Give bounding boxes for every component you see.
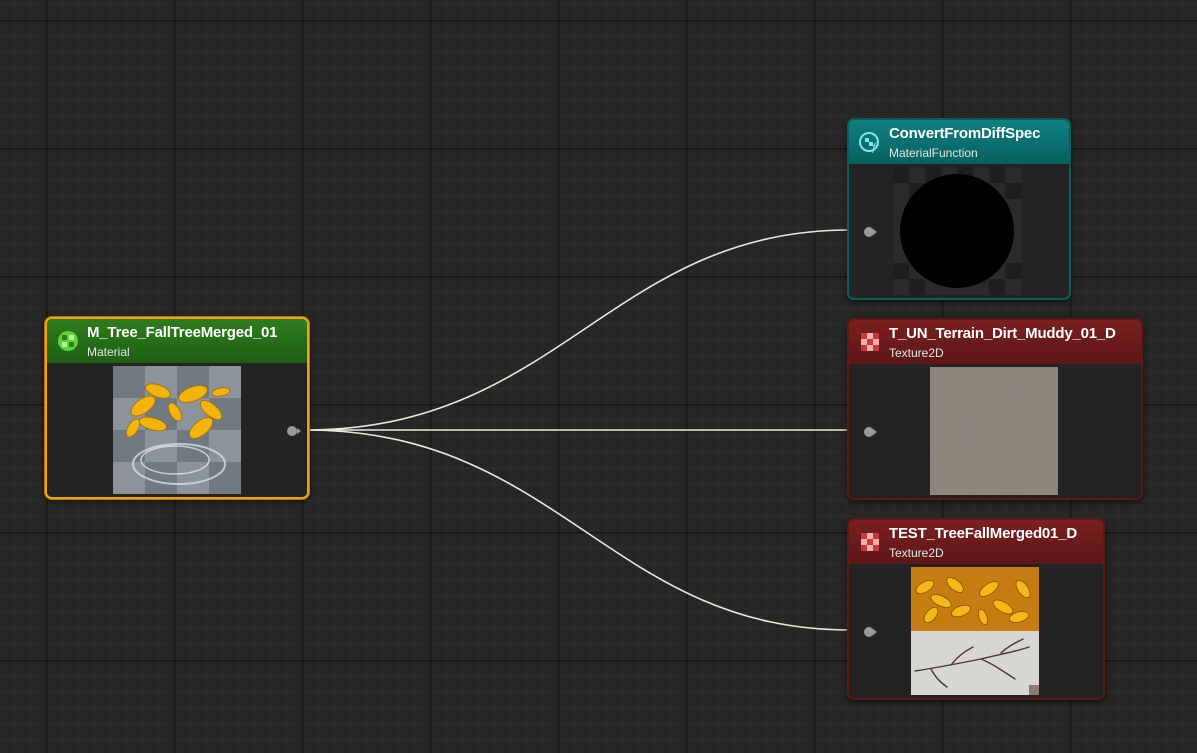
node-title: T_UN_Terrain_Dirt_Muddy_01_D [889, 325, 1116, 342]
node-type: MaterialFunction [889, 146, 978, 160]
node-title: M_Tree_FallTreeMerged_01 [87, 324, 278, 341]
texture-icon [861, 533, 879, 551]
node-header[interactable]: T_UN_Terrain_Dirt_Muddy_01_D Texture2D [849, 320, 1141, 364]
node-material-function[interactable]: f ConvertFromDiffSpec MaterialFunction [847, 118, 1071, 300]
node-texture-terrain[interactable]: T_UN_Terrain_Dirt_Muddy_01_D Texture2D [847, 318, 1143, 500]
material-function-icon: f [859, 132, 879, 153]
node-header[interactable]: M_Tree_FallTreeMerged_01 Material [47, 319, 307, 363]
node-material[interactable]: M_Tree_FallTreeMerged_01 Material [45, 317, 309, 499]
material-icon [58, 331, 78, 351]
wire-to-test-texture[interactable] [304, 429, 851, 631]
material-preview-thumbnail [113, 366, 241, 494]
test-texture-thumbnail [911, 567, 1039, 695]
svg-text:f: f [871, 141, 878, 153]
node-header[interactable]: TEST_TreeFallMerged01_D Texture2D [849, 520, 1103, 564]
texture-icon [861, 333, 879, 351]
node-texture-test[interactable]: TEST_TreeFallMerged01_D Texture2D [847, 518, 1105, 700]
node-header[interactable]: f ConvertFromDiffSpec MaterialFunction [849, 120, 1069, 164]
function-preview-thumbnail [893, 167, 1021, 295]
input-pin[interactable] [861, 226, 877, 238]
node-type: Material [87, 345, 130, 359]
input-pin[interactable] [861, 626, 877, 638]
node-title: TEST_TreeFallMerged01_D [889, 525, 1077, 542]
node-type: Texture2D [889, 346, 944, 360]
input-pin[interactable] [861, 426, 877, 438]
wire-to-convertfromdiffspec[interactable] [304, 229, 851, 431]
output-pin[interactable] [286, 425, 302, 437]
node-title: ConvertFromDiffSpec [889, 125, 1041, 142]
node-type: Texture2D [889, 546, 944, 560]
terrain-texture-thumbnail [930, 367, 1058, 495]
